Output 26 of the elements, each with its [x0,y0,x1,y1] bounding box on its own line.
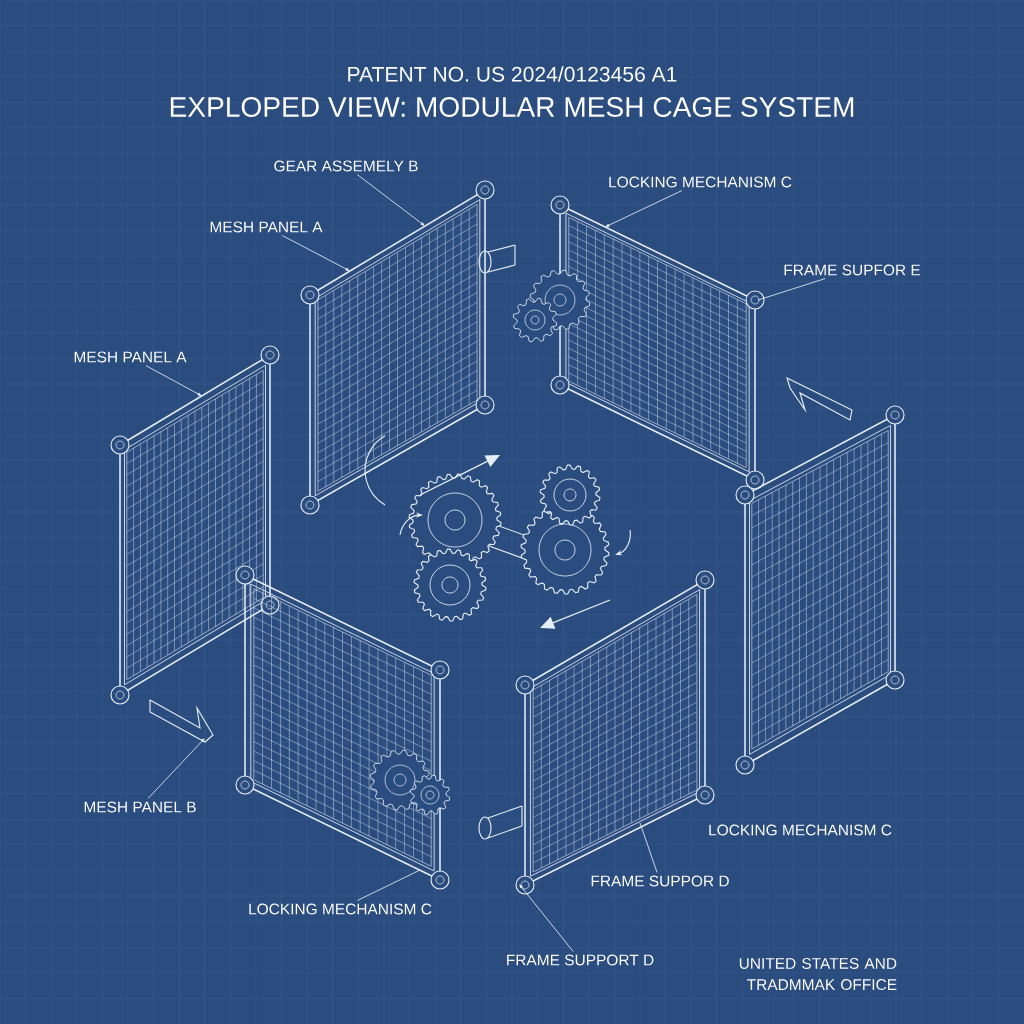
part-label: FRAME SUPPOR D [591,875,729,887]
part-label: LOCKING MECHANISM C [249,903,432,915]
leader-line [605,190,683,227]
leader-line [281,235,350,271]
mesh-panel-drawing [512,195,765,490]
leader-line [147,738,205,799]
leader-line [757,278,826,301]
mesh-panel-drawing [735,405,905,775]
part-label: MESH PANEL A [210,221,323,233]
part-label: LOCKING MECHANISM C [609,176,792,188]
part-label: FRAME SUPFOR E [784,264,921,276]
part-label: FRAME SUPPORT D [507,954,654,966]
office-name: UNITED STATES AND TRADMMAK OFFICE [739,958,897,991]
mesh-panel-drawing [235,565,451,890]
leader-line [639,822,658,873]
leader-line [145,365,202,396]
leader-line [519,884,574,952]
title: EXPLOPED VIEW: MODULAR MESH CAGE SYSTEM [170,97,854,117]
gear-assembly-drawing [364,435,631,629]
leader-line [357,869,421,901]
patent-number: PATENT NO. US 2024/0123456 A1 [348,66,677,82]
leader-line [356,174,425,226]
bracket-drawing [149,699,214,743]
part-label: MESH PANEL B [84,801,196,813]
part-label: GEAR ASSEMELY B [274,160,418,172]
part-label: MESH PANEL A [74,351,187,363]
